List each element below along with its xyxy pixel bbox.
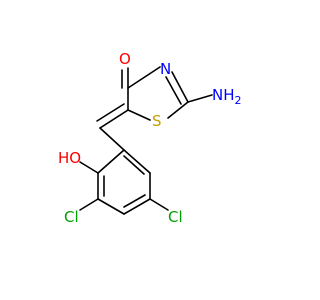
bond-ar6-ar1 [123, 149, 151, 174]
bond-n3-c2 [171, 71, 189, 103]
atom-amino: NH2 [212, 86, 242, 107]
bond-c5-ch [99, 109, 129, 129]
bond-ar4-ar5 [123, 198, 151, 215]
bond-ar4-ar5-inner [123, 194, 146, 208]
molecule-structure: O N NH2 S HO Cl Cl [58, 50, 242, 226]
atom-chlorine-right: Cl [168, 208, 183, 226]
bond-ar2-oh [79, 161, 99, 174]
bond-ar5-cl [149, 198, 169, 211]
atom-oxygen-carbonyl: O [119, 50, 131, 68]
bond-ar6-ar1-inner [123, 155, 145, 175]
atom-hydroxyl: HO [58, 149, 81, 167]
bond-ar3-cl [79, 198, 99, 211]
amino-subscript: 2 [235, 94, 242, 107]
atom-chlorine-left: Cl [64, 208, 79, 226]
bonds [79, 66, 213, 215]
bond-ar3-ar4 [97, 198, 125, 215]
bond-ar1-ar2 [97, 149, 125, 174]
atom-nitrogen-ring: N [160, 60, 171, 78]
bond-c4-n3 [127, 66, 161, 89]
bond-c2-nh2 [187, 94, 213, 103]
atom-sulfur: S [152, 112, 162, 130]
bond-c2-s [167, 101, 189, 119]
bond-ch-ring [99, 127, 125, 151]
atom-labels: O N NH2 S HO Cl Cl [58, 50, 242, 226]
bond-c5-ch-double [96, 103, 125, 122]
bond-s-c5 [127, 109, 151, 121]
amino-main: NH [212, 86, 235, 104]
bond-n3-c2-double [165, 76, 182, 105]
